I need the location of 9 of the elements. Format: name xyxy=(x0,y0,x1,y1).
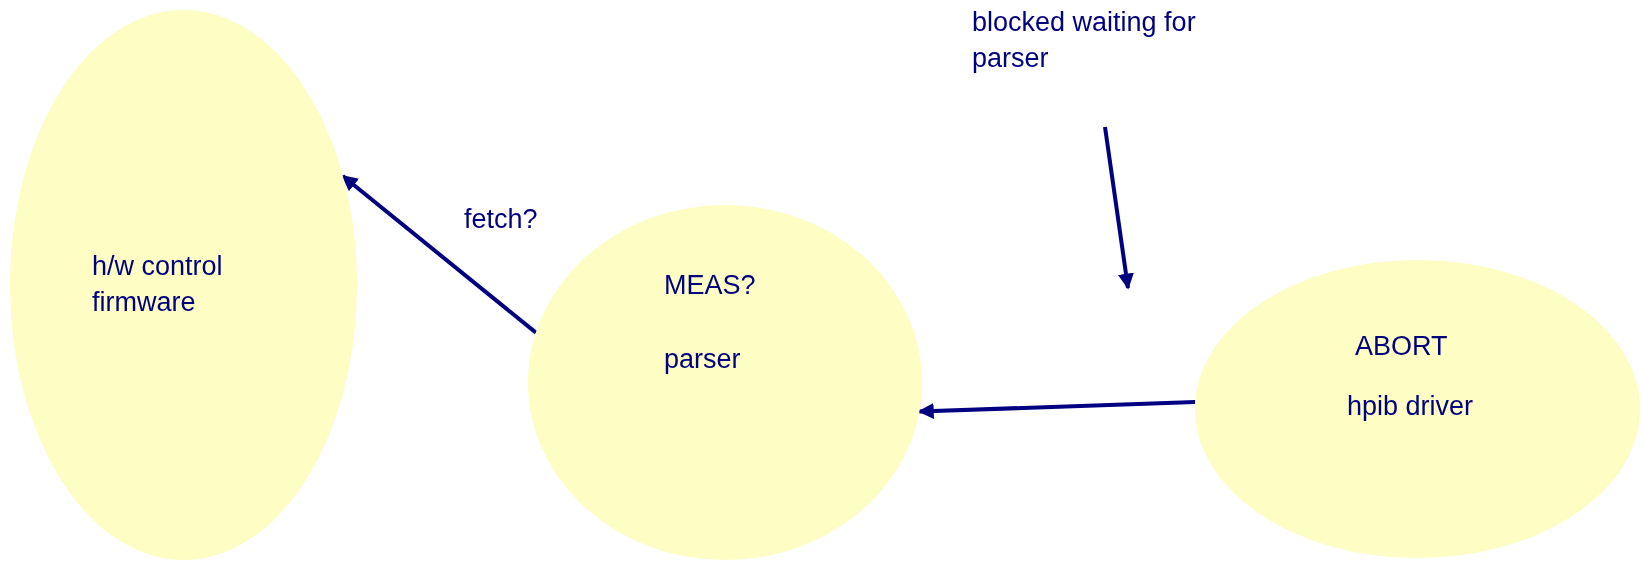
node-text: hpib driver xyxy=(1347,390,1474,423)
arrow xyxy=(341,174,538,335)
node-text: ABORT xyxy=(1355,330,1448,363)
arrow xyxy=(917,399,1196,420)
arrow xyxy=(1103,126,1134,290)
node-text: MEAS? xyxy=(664,269,756,302)
node-text: parser xyxy=(664,343,741,376)
note-text: blocked waiting for parser xyxy=(972,4,1272,76)
node-text: h/w control firmware xyxy=(92,250,224,319)
